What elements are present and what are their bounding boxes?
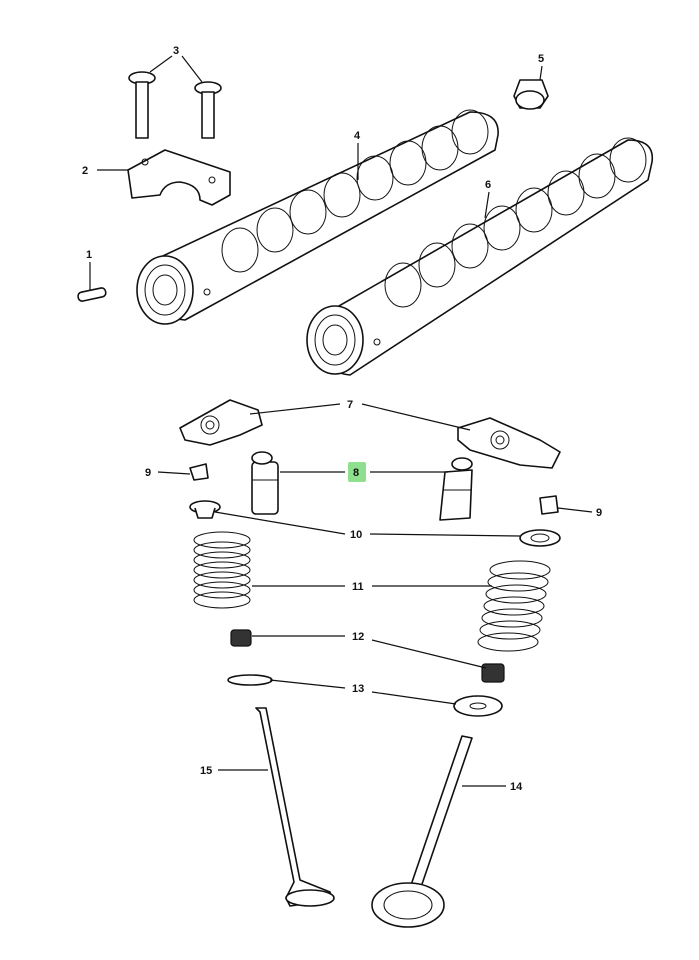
- valve-keeper-right: [539, 495, 559, 515]
- rocker-arm-left: [179, 399, 263, 446]
- callout-labels: 1 2 3 4 5 6 7 8 9 9 10 11 12 13 14 15: [82, 45, 602, 793]
- exhaust-valve: [255, 707, 335, 907]
- valve-stem-seal-left: [230, 629, 252, 647]
- spring-retainer-right: [519, 529, 561, 547]
- bolt-pair: [128, 71, 222, 139]
- valve-spring-right: [477, 560, 551, 652]
- callout-13: 13: [352, 683, 364, 695]
- rocker-arm-right: [457, 417, 561, 469]
- plug: [513, 79, 549, 110]
- callout-8: 8: [353, 467, 359, 479]
- leader-lines: [89, 55, 593, 787]
- callout-10: 10: [350, 529, 362, 541]
- camshaft-bearing-cap: [127, 149, 231, 206]
- valve-spring-left: [193, 531, 251, 609]
- callout-15: 15: [200, 765, 212, 777]
- camshaft-right: [306, 137, 654, 376]
- dowel-pin: [77, 287, 107, 302]
- lash-adjuster-left: [251, 451, 279, 515]
- callout-8-highlight: [348, 462, 366, 482]
- callout-11: 11: [352, 581, 364, 593]
- callout-6: 6: [485, 179, 491, 191]
- callout-9-left: 9: [145, 467, 151, 479]
- callout-3: 3: [173, 45, 179, 57]
- callout-2: 2: [82, 165, 88, 177]
- lash-adjuster-right: [439, 457, 473, 521]
- callout-14: 14: [510, 781, 523, 793]
- callout-7: 7: [347, 399, 353, 411]
- camshaft-left: [136, 109, 499, 325]
- valve-keeper-left: [189, 463, 209, 481]
- callout-9-right: 9: [596, 507, 602, 519]
- intake-valve: [371, 735, 473, 928]
- valve-stem-seal-right: [481, 663, 505, 683]
- callout-4: 4: [354, 130, 361, 142]
- callout-1: 1: [86, 249, 92, 261]
- callout-12: 12: [352, 631, 364, 643]
- callout-5: 5: [538, 53, 544, 65]
- spring-retainer-left: [189, 500, 221, 519]
- spring-seat-left: [227, 674, 273, 686]
- spring-seat-right: [453, 695, 503, 717]
